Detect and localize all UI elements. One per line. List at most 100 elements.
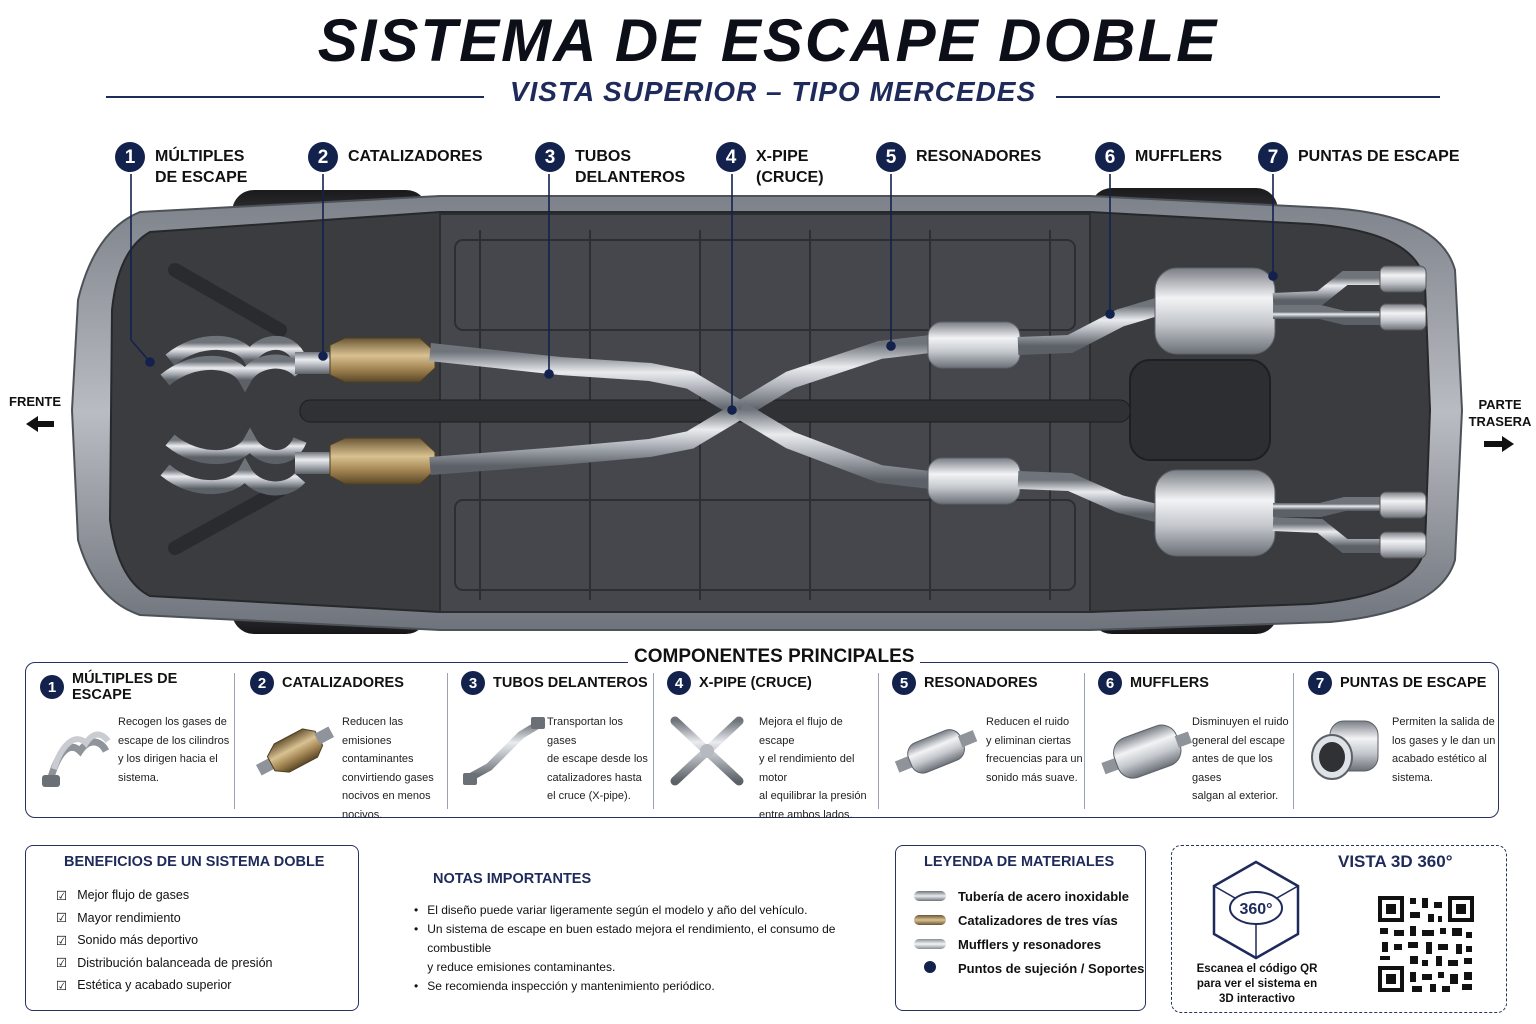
component-name-4: X-PIPE (CRUCE) <box>699 675 812 691</box>
cube-360-icon: 360° <box>1212 860 1300 960</box>
component-badge-4: 4 <box>667 671 691 695</box>
benefit-label: Distribución balanceada de presión <box>77 955 273 970</box>
car-underside-diagram <box>26 174 1514 634</box>
catalyst-pipe-swatch-icon <box>914 915 946 925</box>
rear-differential <box>1129 359 1271 461</box>
arrow-right-icon <box>1484 436 1514 452</box>
desc-line: sonido más suave. <box>986 771 1078 784</box>
desc-line: Disminuyen el ruido <box>1192 716 1289 728</box>
legend-panel: LEYENDA DE MATERIALES Tubería de acero i… <box>895 845 1146 1011</box>
desc-line: salgan al exterior. <box>1192 790 1279 802</box>
benefit-label: Mejor flujo de gases <box>77 888 190 903</box>
desc-line: sistema. <box>1392 771 1433 784</box>
desc-line: el cruce (X-pipe). <box>547 790 631 802</box>
desc-line: convirtiendo gases <box>342 771 434 784</box>
components-title: COMPONENTES PRINCIPALES <box>628 646 921 668</box>
muffler-swatch-icon <box>914 939 946 949</box>
callout-5: 5 RESONADORES <box>876 142 1041 172</box>
component-desc-1: Recogen los gases de escape de los cilind… <box>118 713 230 787</box>
desc-line: catalizadores hasta <box>547 771 642 784</box>
view-3d-caption: Escanea el código QR para ver el sistema… <box>1192 962 1322 1007</box>
resonator-icon <box>894 729 978 774</box>
desc-line: Recogen los gases de <box>118 716 227 728</box>
callout-badge-6: 6 <box>1095 142 1125 172</box>
note-line: y reduce emisiones contaminantes. <box>427 960 616 974</box>
desc-line: entre ambos lados. <box>759 808 853 821</box>
label-rear-line1: PARTE <box>1478 397 1522 412</box>
front-pipe-icon <box>463 717 545 785</box>
check-circle-icon: ☑ <box>56 978 68 993</box>
component-badge-3: 3 <box>461 671 485 695</box>
component-item-4: 4 X-PIPE (CRUCE) Mejora el flujo de escap… <box>667 671 875 821</box>
callout-leader-lines <box>130 174 1278 415</box>
legend-item-catalyst: Catalizadores de tres vías <box>914 908 1144 932</box>
desc-line: Mejora el flujo de escape <box>759 716 843 747</box>
check-circle-icon: ☑ <box>56 911 68 926</box>
divider <box>653 673 654 809</box>
desc-line: Reducen el ruido <box>986 716 1070 728</box>
legend-item-steel: Tubería de acero inoxidable <box>914 884 1144 908</box>
notes-title: NOTAS IMPORTANTES <box>433 871 592 887</box>
legend-item-mounts: Puntos de sujeción / Soportes <box>914 956 1144 980</box>
callout-badge-5: 5 <box>876 142 906 172</box>
view-3d-panel: VISTA 3D 360° 360° Escanea el código QR … <box>1171 845 1507 1013</box>
desc-line: nocivos. <box>342 808 383 821</box>
benefits-title: BENEFICIOS DE UN SISTEMA DOBLE <box>64 854 325 870</box>
desc-line: sistema. <box>118 771 159 784</box>
legend-item-muffler: Mufflers y resonadores <box>914 932 1144 956</box>
subtitle-rule-left <box>106 96 484 98</box>
desc-line: escape de los cilindros <box>118 734 230 747</box>
divider <box>234 673 235 809</box>
callout-6: 6 MUFFLERS <box>1095 142 1222 172</box>
caption-line: para ver el sistema en <box>1196 978 1318 990</box>
callout-label-1b: DE ESCAPE <box>155 169 248 186</box>
divider <box>1084 673 1085 809</box>
component-name-2: CATALIZADORES <box>282 675 404 691</box>
callout-label-1a: MÚLTIPLES <box>155 148 245 165</box>
callout-badge-1: 1 <box>115 142 145 172</box>
benefits-panel: BENEFICIOS DE UN SISTEMA DOBLE ☑ Mejor fl… <box>25 845 359 1011</box>
callout-label-3b: DELANTEROS <box>575 169 686 186</box>
view-3d-title: VISTA 3D 360° <box>1338 852 1453 871</box>
list-item: ☑ Mayor rendimiento <box>56 907 272 930</box>
check-circle-icon: ☑ <box>56 933 68 948</box>
callout-badge-2: 2 <box>308 142 338 172</box>
page-title: SISTEMA DE ESCAPE DOBLE <box>317 7 1219 74</box>
exhaust-lower-bank <box>160 402 1427 559</box>
component-badge-6: 6 <box>1098 671 1122 695</box>
caption-line: 3D interactivo <box>1218 993 1296 1005</box>
label-rear-line2: TRASERA <box>1468 414 1532 429</box>
bullet-icon: • <box>414 979 419 993</box>
label-rear: PARTE TRASERA <box>1466 396 1534 430</box>
benefit-label: Mayor rendimiento <box>77 910 181 925</box>
qr-code-icon[interactable] <box>1376 894 1476 994</box>
subtitle-bar: VISTA SUPERIOR – TIPO MERCEDES <box>106 76 1440 116</box>
caption-line: Escanea el código QR <box>1196 963 1318 975</box>
callout-4: 4 X-PIPE(CRUCE) <box>716 142 824 188</box>
list-item: •Se recomienda inspección y mantenimient… <box>414 977 884 996</box>
component-name-1: MÚLTIPLES DE ESCAPE <box>72 671 178 703</box>
list-item: ☑Estética y acabado superior <box>56 974 272 997</box>
front-control-arms <box>168 263 287 555</box>
callout-7: 7 PUNTAS DE ESCAPE <box>1258 142 1460 172</box>
divider <box>878 673 879 809</box>
callout-label-6: MUFFLERS <box>1135 148 1223 165</box>
legend-label: Catalizadores de tres vías <box>958 912 1118 928</box>
callout-badge-4: 4 <box>716 142 746 172</box>
component-badge-7: 7 <box>1308 671 1332 695</box>
check-circle-icon: ☑ <box>56 956 68 971</box>
mount-point-dot-icon <box>914 960 946 976</box>
desc-line: y eliminan ciertas <box>986 734 1071 747</box>
list-item: ☑ Distribución balanceada de presión <box>56 952 272 975</box>
callout-2: 2 CATALIZADORES <box>308 142 483 172</box>
divider <box>1293 673 1294 809</box>
exhaust-manifold-icon <box>42 731 111 787</box>
callout-label-3a: TUBOS <box>575 148 631 165</box>
